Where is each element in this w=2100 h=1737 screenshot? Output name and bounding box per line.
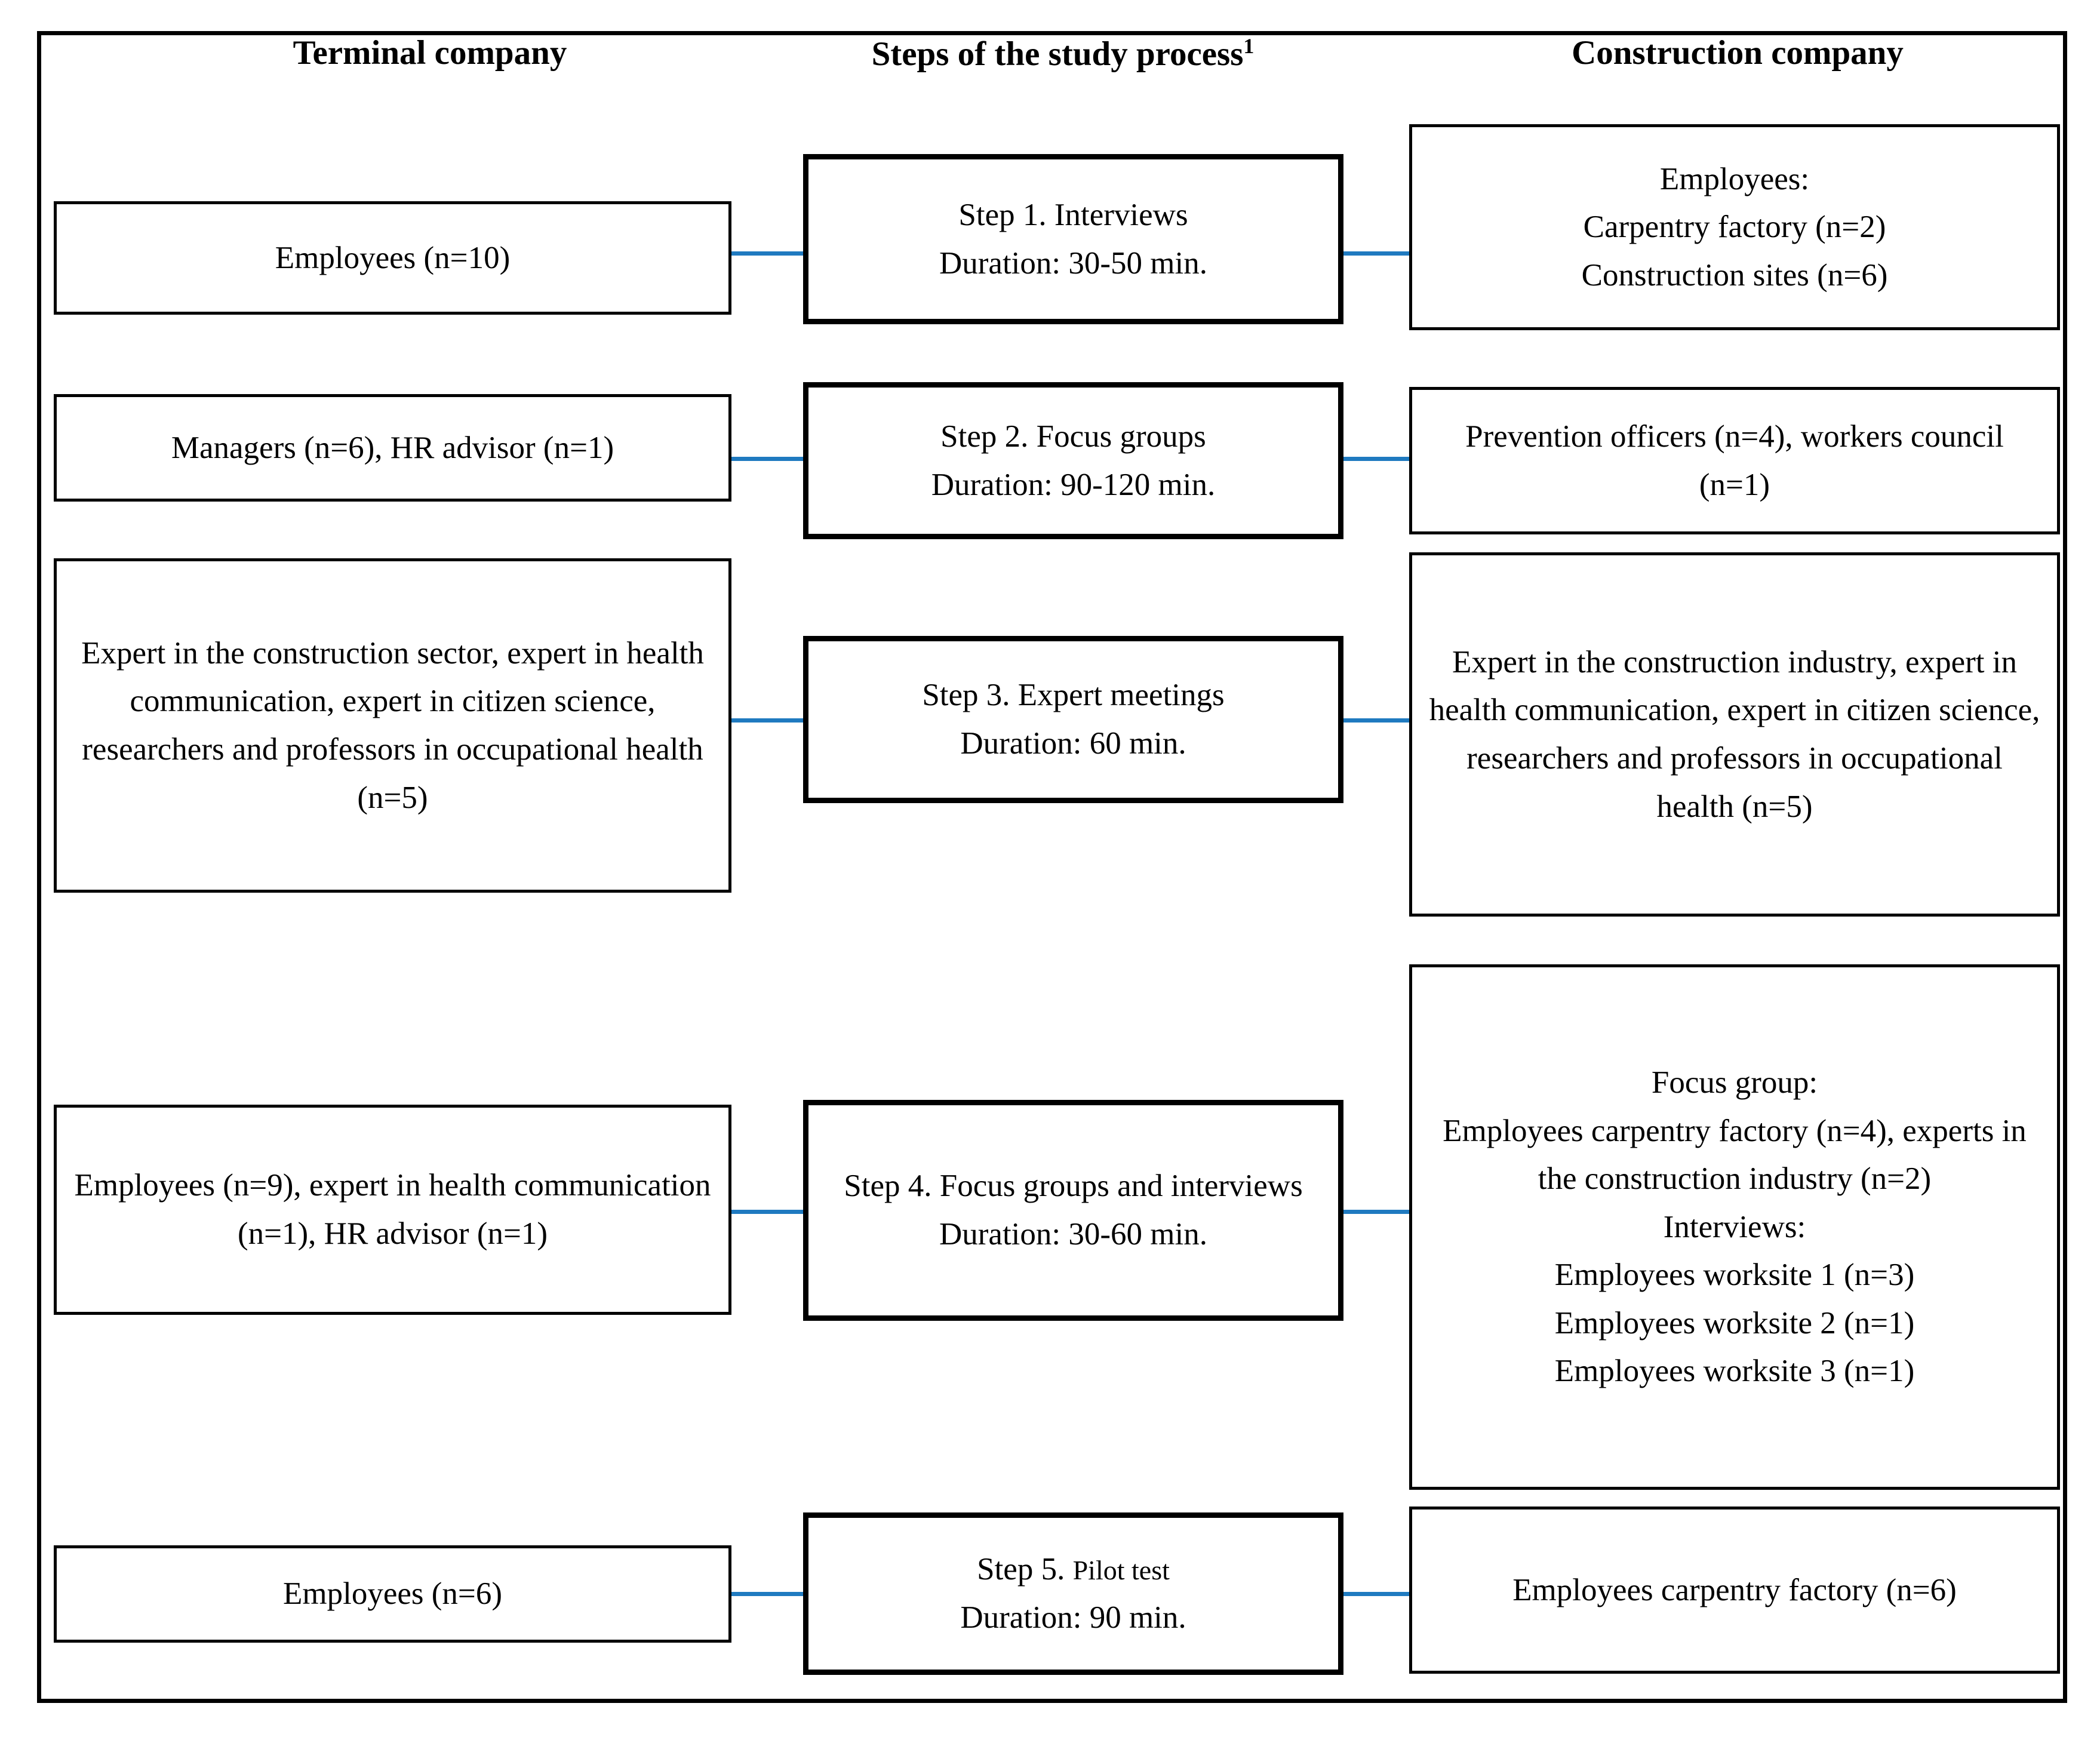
connector-left-row-5	[731, 1592, 803, 1596]
connector-right-row-2	[1343, 457, 1409, 461]
construction-box-row-4-line-6: Employees worksite 3 (n=1)	[1554, 1354, 1915, 1389]
column-header-steps-footnote-marker: 1	[1243, 34, 1255, 58]
terminal-box-row-4: Employees (n=9), expert in health commun…	[54, 1105, 731, 1315]
construction-box-row-5-text: Employees carpentry factory (n=6)	[1512, 1572, 1957, 1607]
column-header-construction-company: Construction company	[1409, 34, 2066, 72]
terminal-box-row-2: Managers (n=6), HR advisor (n=1)	[54, 394, 731, 502]
terminal-box-row-3-text: Expert in the construction sector, exper…	[81, 635, 704, 815]
step-box-row-5-title-small: Pilot test	[1072, 1555, 1170, 1586]
construction-box-row-3-text: Expert in the construction industry, exp…	[1429, 644, 2040, 824]
step-box-row-3-duration: Duration: 60 min.	[960, 726, 1186, 761]
terminal-box-row-2-text: Managers (n=6), HR advisor (n=1)	[171, 430, 614, 465]
connector-left-row-2	[731, 457, 803, 461]
step-box-row-1-duration: Duration: 30-50 min.	[939, 245, 1207, 281]
construction-box-row-4-line-3: Interviews:	[1663, 1209, 1806, 1244]
construction-box-row-4-line-2: Employees carpentry factory (n=4), exper…	[1443, 1113, 2027, 1197]
terminal-box-row-1-text: Employees (n=10)	[275, 240, 511, 275]
step-box-row-5-title-main: Step 5.	[977, 1552, 1073, 1587]
column-header-construction-company-label: Construction company	[1572, 34, 1904, 72]
step-box-row-5: Step 5. Pilot test Duration: 90 min.	[803, 1512, 1343, 1675]
construction-box-row-4-line-4: Employees worksite 1 (n=3)	[1554, 1258, 1915, 1293]
column-header-terminal-company: Terminal company	[107, 34, 752, 72]
step-box-row-4: Step 4. Focus groups and interviews Dura…	[803, 1100, 1343, 1321]
step-box-row-1-title: Step 1. Interviews	[958, 197, 1188, 232]
terminal-box-row-5-text: Employees (n=6)	[283, 1576, 502, 1612]
construction-box-row-5: Employees carpentry factory (n=6)	[1409, 1507, 2060, 1674]
step-box-row-2-title: Step 2. Focus groups	[940, 419, 1206, 454]
construction-box-row-4: Focus group: Employees carpentry factory…	[1409, 964, 2060, 1490]
connector-left-row-4	[731, 1210, 803, 1214]
connector-right-row-5	[1343, 1592, 1409, 1596]
construction-box-row-1-line-3: Construction sites (n=6)	[1581, 257, 1888, 293]
construction-box-row-3: Expert in the construction industry, exp…	[1409, 552, 2060, 917]
terminal-box-row-5: Employees (n=6)	[54, 1545, 731, 1643]
column-header-steps: Steps of the study process1	[776, 34, 1349, 73]
step-box-row-5-title: Step 5. Pilot test	[824, 1545, 1323, 1594]
step-box-row-4-title: Step 4. Focus groups and interviews	[844, 1169, 1303, 1204]
step-box-row-2-duration: Duration: 90-120 min.	[931, 467, 1216, 502]
connector-left-row-3	[731, 718, 803, 723]
step-box-row-5-duration: Duration: 90 min.	[960, 1600, 1186, 1635]
step-box-row-2: Step 2. Focus groups Duration: 90-120 mi…	[803, 382, 1343, 539]
terminal-box-row-3: Expert in the construction sector, exper…	[54, 558, 731, 893]
construction-box-row-1-line-1: Employees:	[1659, 161, 1810, 196]
connector-left-row-1	[731, 251, 803, 256]
terminal-box-row-1: Employees (n=10)	[54, 201, 731, 315]
connector-right-row-1	[1343, 251, 1409, 256]
connector-right-row-3	[1343, 718, 1409, 723]
construction-box-row-4-line-1: Focus group:	[1651, 1065, 1818, 1100]
step-box-row-3-title: Step 3. Expert meetings	[922, 678, 1225, 713]
construction-box-row-1: Employees: Carpentry factory (n=2) Const…	[1409, 124, 2060, 330]
construction-box-row-2: Prevention officers (n=4), workers counc…	[1409, 387, 2060, 534]
construction-box-row-4-line-5: Employees worksite 2 (n=1)	[1554, 1305, 1915, 1341]
step-box-row-4-duration: Duration: 30-60 min.	[939, 1217, 1207, 1252]
construction-box-row-2-text: Prevention officers (n=4), workers counc…	[1465, 419, 2004, 502]
step-box-row-1: Step 1. Interviews Duration: 30-50 min.	[803, 154, 1343, 324]
column-header-terminal-company-label: Terminal company	[293, 34, 567, 72]
construction-box-row-1-line-2: Carpentry factory (n=2)	[1583, 210, 1886, 245]
step-box-row-3: Step 3. Expert meetings Duration: 60 min…	[803, 636, 1343, 803]
column-header-steps-label: Steps of the study process	[871, 35, 1244, 73]
terminal-box-row-4-text: Employees (n=9), expert in health commun…	[74, 1168, 711, 1251]
connector-right-row-4	[1343, 1210, 1409, 1214]
